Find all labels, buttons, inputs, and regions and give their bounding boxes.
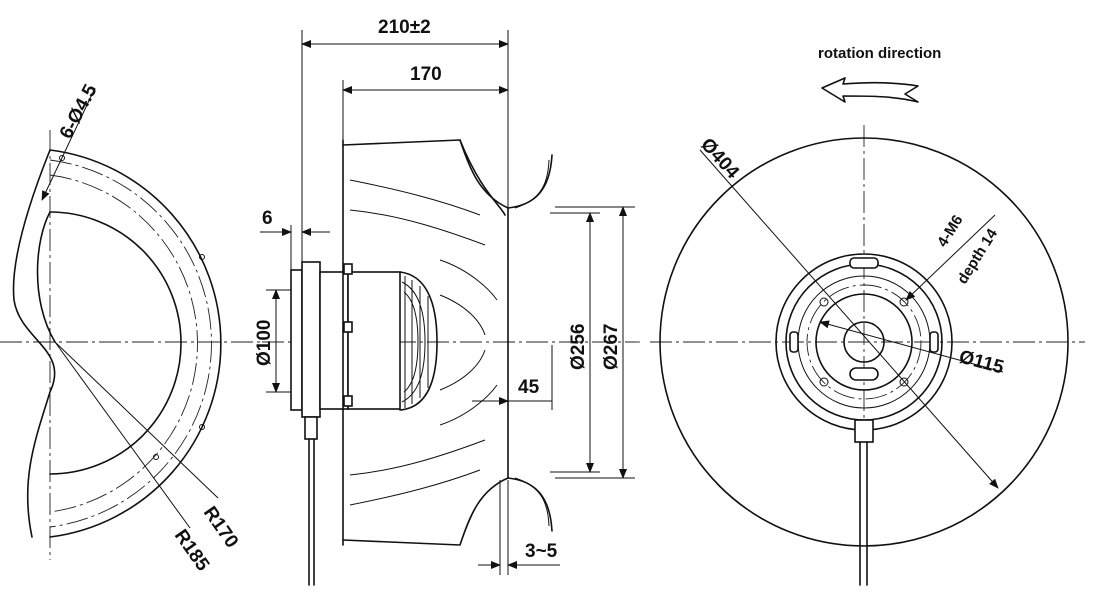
dim-256-label: Ø256	[568, 324, 589, 370]
dim-100-label: Ø100	[254, 320, 275, 366]
motor-slot-top	[849, 257, 879, 269]
arc-r185	[49, 159, 212, 528]
blade-upper-4	[439, 294, 486, 336]
impeller-outline	[659, 137, 1069, 547]
hub-center	[843, 321, 885, 363]
dim-404-label: Ø404	[696, 134, 743, 183]
blade-upper-2	[349, 209, 486, 246]
left-flange-view: 6-Ø4.5 R170 R185	[0, 81, 262, 576]
motor-slot-left	[789, 331, 799, 353]
bolt-circle	[806, 284, 922, 400]
thread-spec-label: 4-M6	[934, 212, 967, 250]
inlet-lip-bottom-inner	[514, 477, 550, 527]
dim-3-5-label: 3~5	[525, 541, 558, 562]
dim-210-label: 210±2	[378, 17, 431, 38]
blade-lower-1	[349, 469, 481, 506]
motor-dome	[399, 271, 438, 411]
m6-hole-1	[819, 297, 829, 307]
mount-hole-3	[199, 424, 205, 430]
blade-lower-2	[349, 439, 486, 476]
rotation-arrow-icon	[821, 77, 919, 103]
motor-fin-1	[401, 281, 426, 403]
dim-45-label: 45	[518, 377, 540, 398]
arc-r170	[49, 174, 198, 513]
dim-115-label: Ø115	[957, 347, 1007, 379]
r170-leader	[54, 341, 219, 499]
blade-lower-3	[439, 384, 498, 426]
inlet-lip-bottom	[507, 477, 553, 532]
motor-ring-inner	[815, 293, 913, 391]
dim-line-404	[699, 149, 999, 489]
bolt-bottom	[343, 395, 353, 407]
hub-slot	[849, 367, 879, 381]
front-cable-gland	[854, 419, 874, 443]
m6-hole-3	[819, 377, 829, 387]
thread-depth-label: depth 14	[954, 225, 1001, 287]
blade-upper-curve	[459, 139, 506, 216]
dim-6-label: 6	[262, 208, 273, 229]
front-view: Ø404 4-M6 depth 14 Ø115 rotation directi…	[650, 45, 1085, 586]
radius-r170-label: R170	[199, 503, 242, 552]
mount-hole-1	[59, 155, 65, 161]
rotation-label: rotation direction	[818, 45, 941, 62]
flange-plate	[290, 269, 303, 411]
mount-hole-4	[153, 454, 159, 460]
flange-inner-cut	[36, 211, 56, 343]
side-view: 210±2 170 6 Ø100	[254, 17, 640, 586]
m6-hole-2	[899, 297, 909, 307]
mount-hole-2	[199, 254, 205, 260]
rotor-plate	[301, 261, 321, 418]
dim-170-label: 170	[410, 64, 442, 85]
r185-leader	[54, 341, 191, 529]
blade-lower-4	[439, 349, 486, 391]
blade-upper-3	[439, 259, 498, 301]
motor-slot-right	[929, 331, 939, 353]
flange-outer-edge	[49, 149, 222, 538]
flange-inner-edge	[49, 211, 182, 475]
blade-upper-1	[349, 179, 481, 216]
blade-lower-edge	[342, 477, 509, 546]
bolt-top	[343, 263, 353, 275]
m6-hole-4	[899, 377, 909, 387]
flange-cut-edge	[12, 149, 56, 538]
cable-gland	[304, 416, 318, 440]
motor-body	[347, 271, 401, 410]
hole-leader	[41, 87, 96, 201]
inlet-lip-top	[507, 154, 553, 209]
bolt-mid	[343, 321, 353, 333]
dim-line-115	[819, 320, 1004, 373]
radius-r185-label: R185	[170, 526, 214, 576]
thread-leader	[905, 214, 996, 301]
motor-fin-2	[403, 291, 419, 393]
dim-267-label: Ø267	[601, 324, 622, 370]
hole-callout-label: 6-Ø4.5	[56, 81, 102, 143]
inlet-lip-top-inner	[514, 159, 550, 209]
